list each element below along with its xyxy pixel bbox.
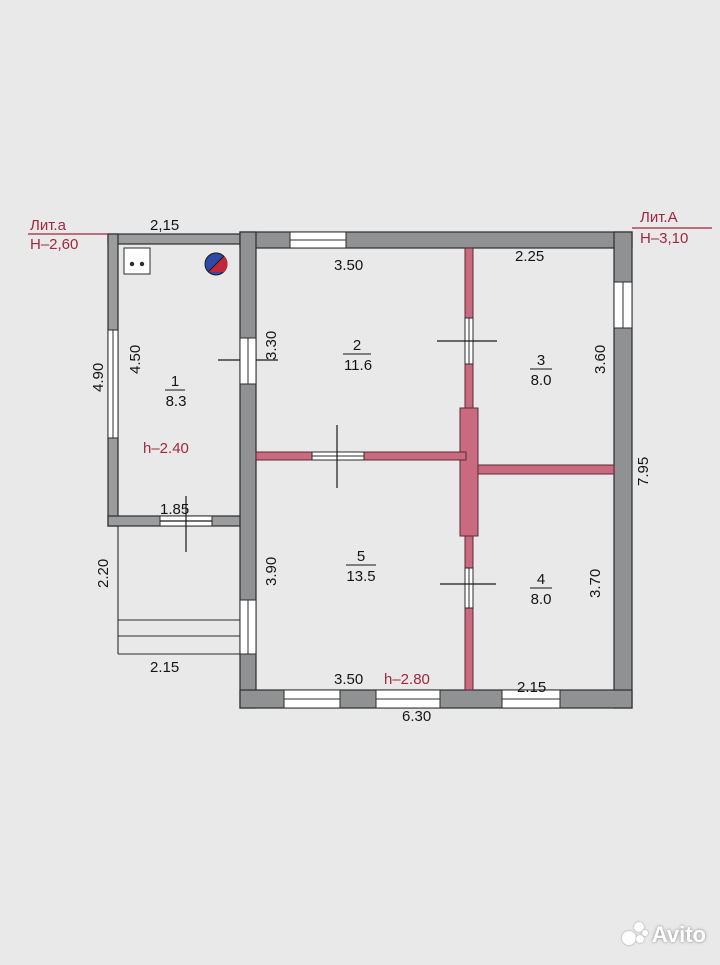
- room-3-label: 3 8.0: [530, 352, 552, 389]
- room-2-area: 11.6: [344, 357, 372, 374]
- room-4-label: 4 8.0: [530, 571, 552, 608]
- stove-icon: [123, 247, 151, 275]
- dim-bottom-total: 6.30: [402, 708, 431, 725]
- dim-room2-height: 3.30: [263, 331, 280, 360]
- dim-top-room3: 2.25: [515, 248, 544, 265]
- dim-room3-height: 3.60: [592, 345, 609, 374]
- room-3-number: 3: [537, 352, 545, 369]
- room-2-number: 2: [353, 337, 361, 354]
- room-4-area: 8.0: [531, 591, 552, 608]
- lit-a-big-label: Лит.А Н–3,10: [632, 209, 712, 247]
- dim-right-total: 7.95: [635, 457, 652, 486]
- dim-bottom-room5: 3.50: [334, 671, 363, 688]
- room-1-area: 8.3: [166, 393, 187, 410]
- main-left-doors: [239, 337, 257, 385]
- room1-height-label: h–2.40: [143, 440, 189, 457]
- room-1-label: 1 8.3: [165, 373, 186, 410]
- room5-height-label: h–2.80: [384, 671, 430, 688]
- height-a-big-text: Н–3,10: [640, 230, 688, 247]
- dim-porch2-width: 2.15: [150, 659, 179, 676]
- annex-left-window: [107, 329, 119, 439]
- room-1-number: 1: [171, 373, 179, 390]
- main-windows: [239, 231, 633, 709]
- room-5-area: 13.5: [346, 568, 375, 585]
- dim-top-room2: 3.50: [334, 257, 363, 274]
- avito-logo-text: Avito: [651, 922, 706, 947]
- dim-left-outer: 4.90: [90, 363, 107, 392]
- gas-boiler-icon: [204, 252, 228, 276]
- dim-porch2-height: 2.20: [95, 559, 112, 588]
- dim-top-porch: 2,15: [150, 217, 179, 234]
- door-markers: [160, 340, 497, 585]
- avito-watermark: Avito: [621, 922, 706, 948]
- room-3-area: 8.0: [531, 372, 552, 389]
- porch-outline: [117, 526, 240, 655]
- room-2-label: 2 11.6: [343, 337, 372, 374]
- room-5-number: 5: [357, 548, 365, 565]
- room-5-label: 5 13.5: [346, 548, 376, 585]
- dim-left-inner: 4.50: [127, 345, 144, 374]
- dim-room5-height: 3.90: [263, 557, 280, 586]
- partitions: [255, 247, 615, 691]
- dim-room4-height: 3.70: [587, 569, 604, 598]
- height-a-small-text: Н–2,60: [30, 236, 78, 253]
- dim-bottom-room4: 2.15: [517, 679, 546, 696]
- avito-logo-icon: [621, 922, 648, 948]
- lit-a-big-text: Лит.А: [640, 209, 678, 226]
- room-4-number: 4: [537, 571, 545, 588]
- lit-a-small-text: Лит.а: [30, 217, 67, 234]
- dim-porch-bottom: 1.85: [160, 501, 189, 518]
- partition-doors: [311, 317, 474, 609]
- lit-a-small-label: Лит.а Н–2,60: [28, 217, 108, 253]
